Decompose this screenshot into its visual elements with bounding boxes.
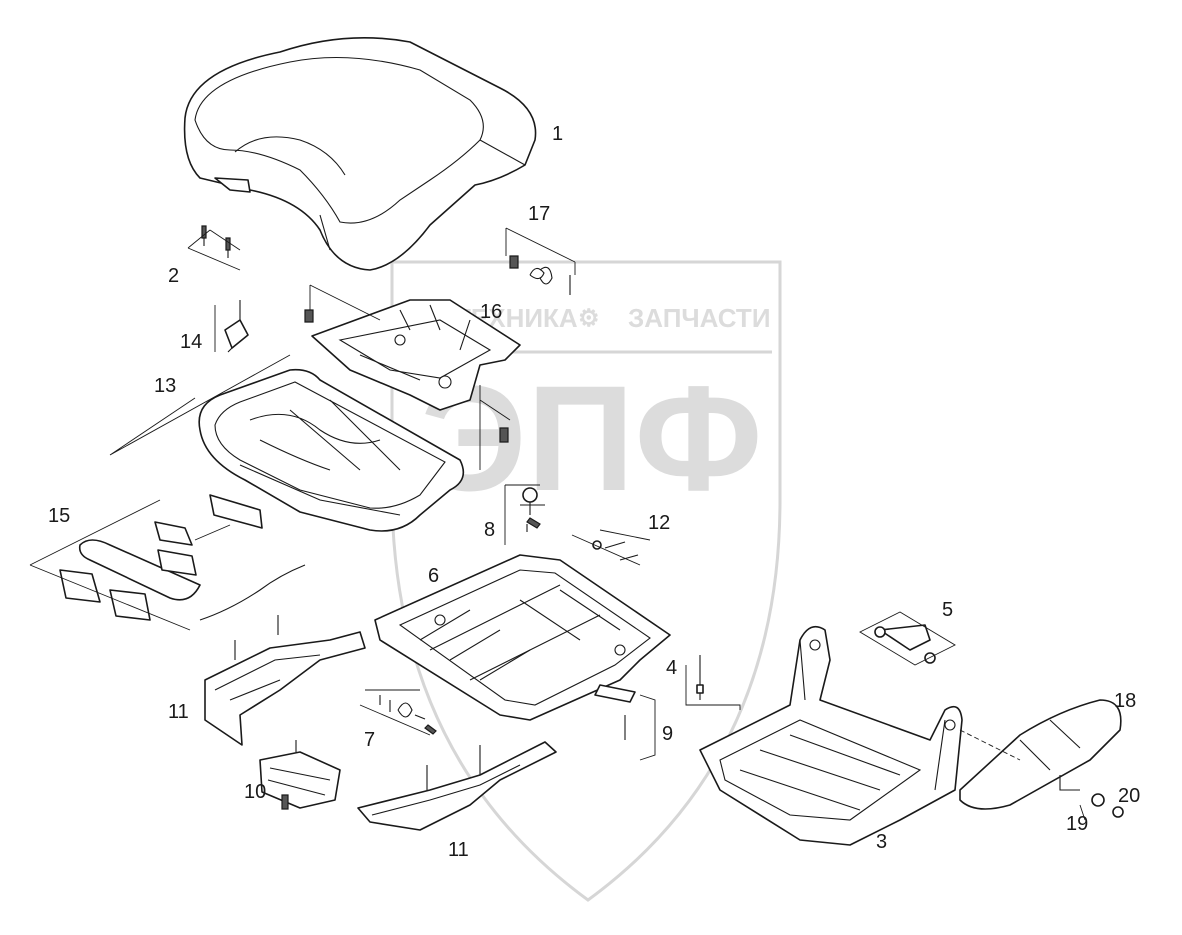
gear-icon: ⚙: [578, 305, 600, 332]
spring-set: [571, 529, 651, 566]
callout-4: 4: [666, 657, 677, 679]
callout-9: 9: [662, 723, 673, 745]
armrest: [959, 699, 1122, 810]
callout-18: 18: [1114, 690, 1136, 712]
callout-15: 15: [48, 505, 70, 527]
callout-11-upper: 11: [168, 701, 189, 723]
base-plate: [374, 554, 671, 721]
mounting-plate: [304, 284, 521, 470]
hinge-clip: [859, 611, 956, 666]
callout-17: 17: [528, 203, 550, 225]
callout-16: 16: [480, 301, 502, 323]
callout-11-lower: 11: [448, 839, 469, 861]
callout-3: 3: [876, 831, 887, 853]
latch-block: [259, 740, 341, 810]
callout-14: 14: [180, 331, 202, 353]
callout-12: 12: [648, 512, 670, 534]
side-rail-lower: [357, 741, 557, 831]
watermark-logo: ЭПФ: [420, 354, 763, 522]
callout-20: 20: [1118, 785, 1140, 807]
watermark: ТЕХНИКА ⚙ ЗАПЧАСТИ ЭПФ: [390, 260, 782, 902]
fastener-kit: [359, 689, 437, 736]
strap-plate: [594, 684, 656, 761]
spring-kit: [505, 227, 576, 295]
bracket-small: [214, 300, 249, 353]
watermark-brand-right: ЗАПЧАСТИ: [628, 303, 771, 333]
handle-group: [29, 494, 306, 631]
callout-19: 19: [1066, 813, 1088, 835]
callout-2: 2: [168, 265, 179, 287]
seat-base-frame: [699, 625, 963, 846]
screws: [187, 225, 241, 271]
washer-nut: [1079, 793, 1124, 821]
callout-13: 13: [154, 375, 176, 397]
callout-7: 7: [364, 729, 375, 751]
callout-5: 5: [942, 599, 953, 621]
seat-cushion: [183, 36, 537, 271]
damper-mount: [504, 484, 545, 545]
callout-labels: 1 2 3 4 5 6 7 8 9 10 11 11 12 13 14 15 1…: [48, 123, 1140, 861]
callout-8: 8: [484, 519, 495, 541]
callout-10: 10: [244, 781, 266, 803]
bracket-l: [685, 655, 741, 710]
callout-1: 1: [552, 123, 563, 145]
side-rail-upper: [204, 615, 366, 746]
suspension-frame: [109, 354, 465, 532]
callout-6: 6: [428, 565, 439, 587]
